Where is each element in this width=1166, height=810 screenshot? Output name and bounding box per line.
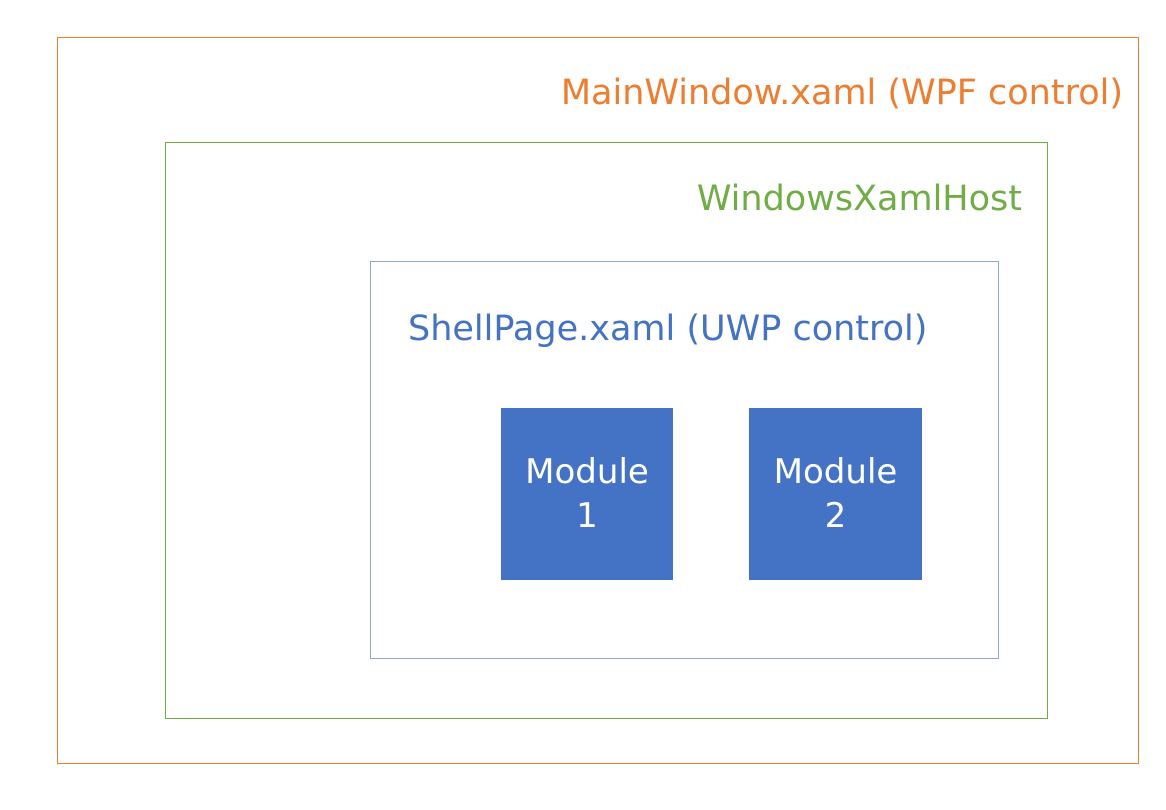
shellpage-container <box>370 261 999 659</box>
module-1-number: 1 <box>576 496 598 536</box>
module-2-box: Module 2 <box>749 408 922 580</box>
module-2-number: 2 <box>824 496 847 536</box>
module-1-title: Module <box>525 451 649 492</box>
module-1-box: Module 1 <box>501 408 673 580</box>
mainwindow-container <box>57 37 1139 764</box>
windowsxamlhost-label: WindowsXamlHost <box>696 179 1022 219</box>
module-2-title: Module <box>773 451 898 492</box>
mainwindow-label: MainWindow.xaml (WPF control) <box>560 73 1123 113</box>
windowsxamlhost-container <box>165 142 1048 719</box>
shellpage-label: ShellPage.xaml (UWP control) <box>408 309 928 349</box>
